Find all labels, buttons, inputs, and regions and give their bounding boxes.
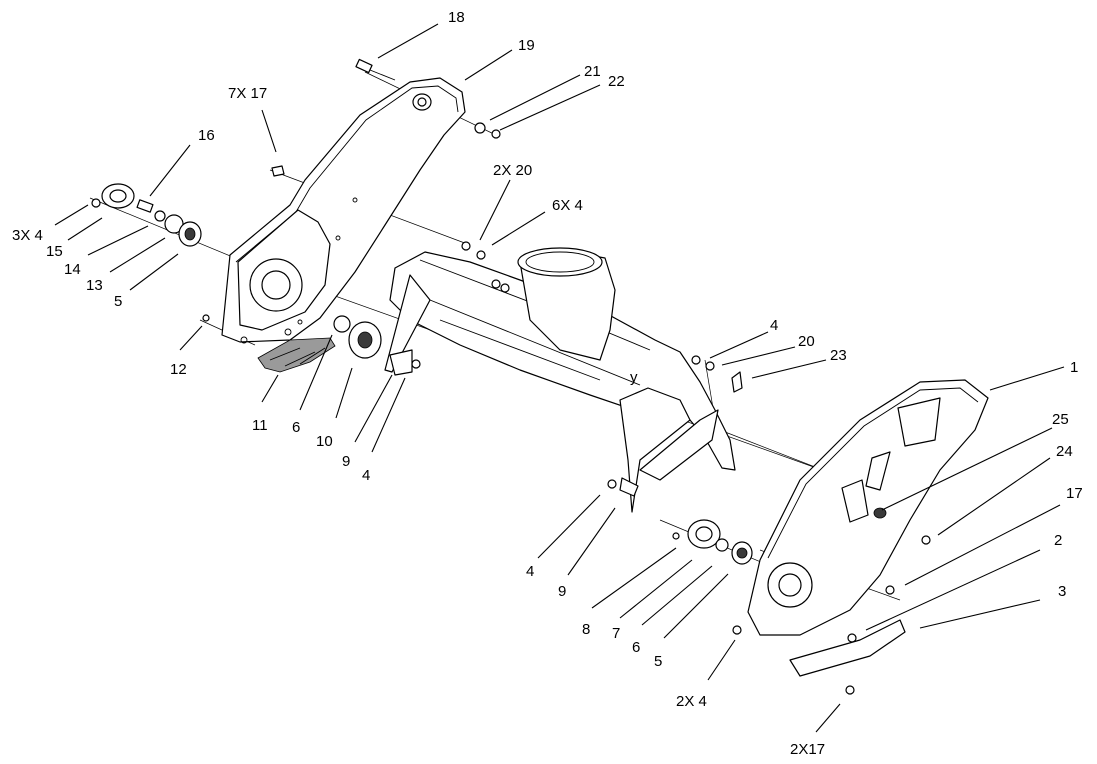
callout-24: 24 — [1056, 443, 1073, 460]
top-bolt-hardware — [355, 58, 501, 139]
callout-2x17: 2X17 — [790, 741, 825, 758]
callout-6x4: 6X 4 — [552, 197, 583, 214]
callout-labels: 18 19 21 22 7X 17 16 2X 20 6X 4 3X 4 15 … — [12, 9, 1083, 758]
callout-4: 4 — [362, 467, 370, 484]
axis-marker-y: y — [630, 369, 638, 386]
callout-5-lower: 5 — [654, 653, 662, 670]
callout-3: 3 — [1058, 583, 1066, 600]
callout-23: 23 — [830, 347, 847, 364]
callout-17: 17 — [1066, 485, 1083, 502]
callout-8: 8 — [582, 621, 590, 638]
callout-6: 6 — [292, 419, 300, 436]
callout-3x4: 3X 4 — [12, 227, 43, 244]
leader-lines — [54, 23, 1065, 733]
callout-22: 22 — [608, 73, 625, 90]
callout-13: 13 — [86, 277, 103, 294]
callout-16: 16 — [198, 127, 215, 144]
center-bearing-hub — [202, 314, 421, 369]
callout-15: 15 — [46, 243, 63, 260]
callout-10: 10 — [316, 433, 333, 450]
callout-4-top: 4 — [770, 317, 778, 334]
callout-1: 1 — [1070, 359, 1078, 376]
callout-6-lower: 6 — [632, 639, 640, 656]
callout-12: 12 — [170, 361, 187, 378]
callout-4-lower: 4 — [526, 563, 534, 580]
callout-2x4: 2X 4 — [676, 693, 707, 710]
callout-25: 25 — [1052, 411, 1069, 428]
callout-20: 20 — [798, 333, 815, 350]
callout-9: 9 — [342, 453, 350, 470]
right-skid-shoe — [789, 619, 906, 695]
callout-11: 11 — [252, 417, 268, 434]
right-side-plate — [747, 379, 989, 643]
callout-21: 21 — [584, 63, 601, 80]
callout-18: 18 — [448, 9, 465, 26]
callout-2x20: 2X 20 — [493, 162, 532, 179]
callout-7x17: 7X 17 — [228, 85, 267, 102]
callout-5: 5 — [114, 293, 122, 310]
callout-7: 7 — [612, 625, 620, 642]
callout-2: 2 — [1054, 532, 1062, 549]
left-side-plate — [221, 77, 466, 344]
left-skid-shoe — [257, 337, 336, 373]
left-bearing-stack — [91, 165, 285, 247]
right-bearing-stack — [607, 355, 753, 635]
callout-19: 19 — [518, 37, 535, 54]
callout-14: 14 — [64, 261, 81, 278]
auger-housing — [384, 241, 736, 513]
callout-9-lower: 9 — [558, 583, 566, 600]
